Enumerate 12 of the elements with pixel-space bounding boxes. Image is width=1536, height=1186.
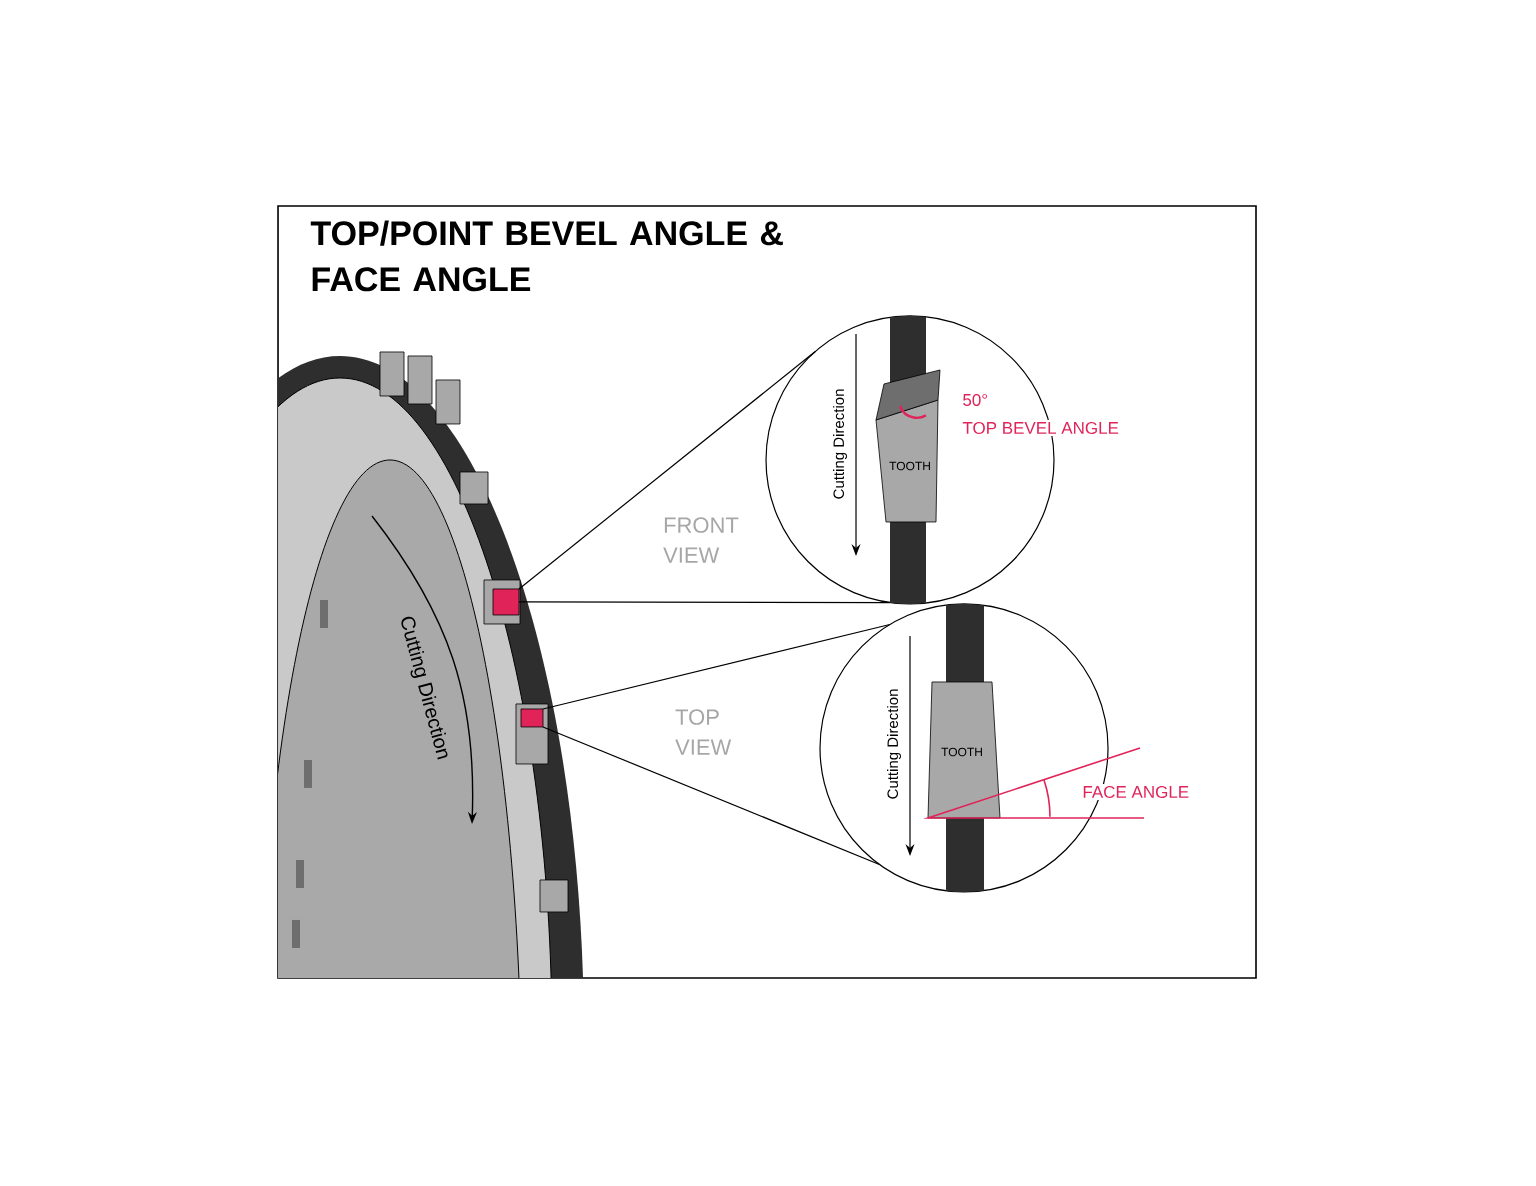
- projection-line: [542, 726, 880, 866]
- projection-line: [518, 350, 817, 590]
- projection-line: [518, 601, 891, 604]
- view-label: TOP VIEW: [675, 709, 732, 755]
- angle-label: TOP BEVEL ANGLE: [960, 419, 1121, 436]
- title: TOP/POINT BEVEL ANGLE & FACE ANGLE: [310, 220, 783, 292]
- highlighted-tooth: [492, 588, 520, 616]
- direction-label: Cutting Direction: [401, 616, 448, 760]
- projection-line: [542, 623, 891, 710]
- view-label: FRONT VIEW: [663, 517, 739, 563]
- highlighted-tooth: [520, 708, 544, 728]
- angle-label: FACE ANGLE: [1080, 783, 1192, 800]
